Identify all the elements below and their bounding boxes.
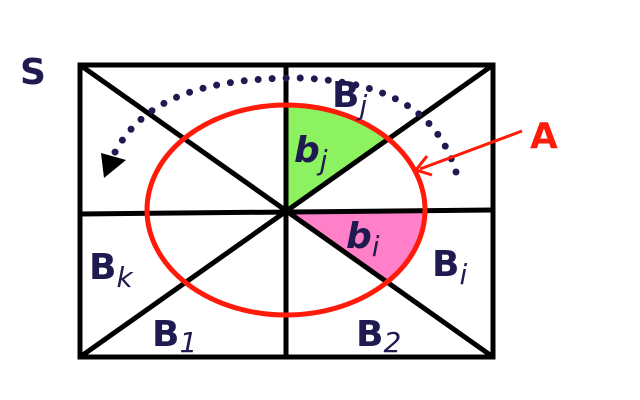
label-Bj: Bj (332, 75, 367, 122)
label-Bk: Bk (89, 247, 134, 294)
label-bj: bj (294, 130, 328, 177)
sector-bj (286, 105, 388, 212)
arrowhead-icon (101, 153, 126, 178)
label-B2: B2 (356, 314, 401, 359)
label-B1: B1 (152, 314, 197, 359)
ellipse-a (144, 102, 428, 318)
label-set-s: S (20, 52, 46, 93)
dotted-rotation-arc (108, 74, 460, 176)
sector-bi (286, 212, 425, 283)
label-bi: bi (346, 216, 380, 263)
horizontal-line (79, 207, 494, 217)
pointer-arrowhead-icon (413, 155, 433, 177)
pointer-arrow-line (419, 129, 523, 171)
label-Bi: Bi (432, 244, 467, 291)
label-ellipse-a: A (530, 116, 558, 157)
